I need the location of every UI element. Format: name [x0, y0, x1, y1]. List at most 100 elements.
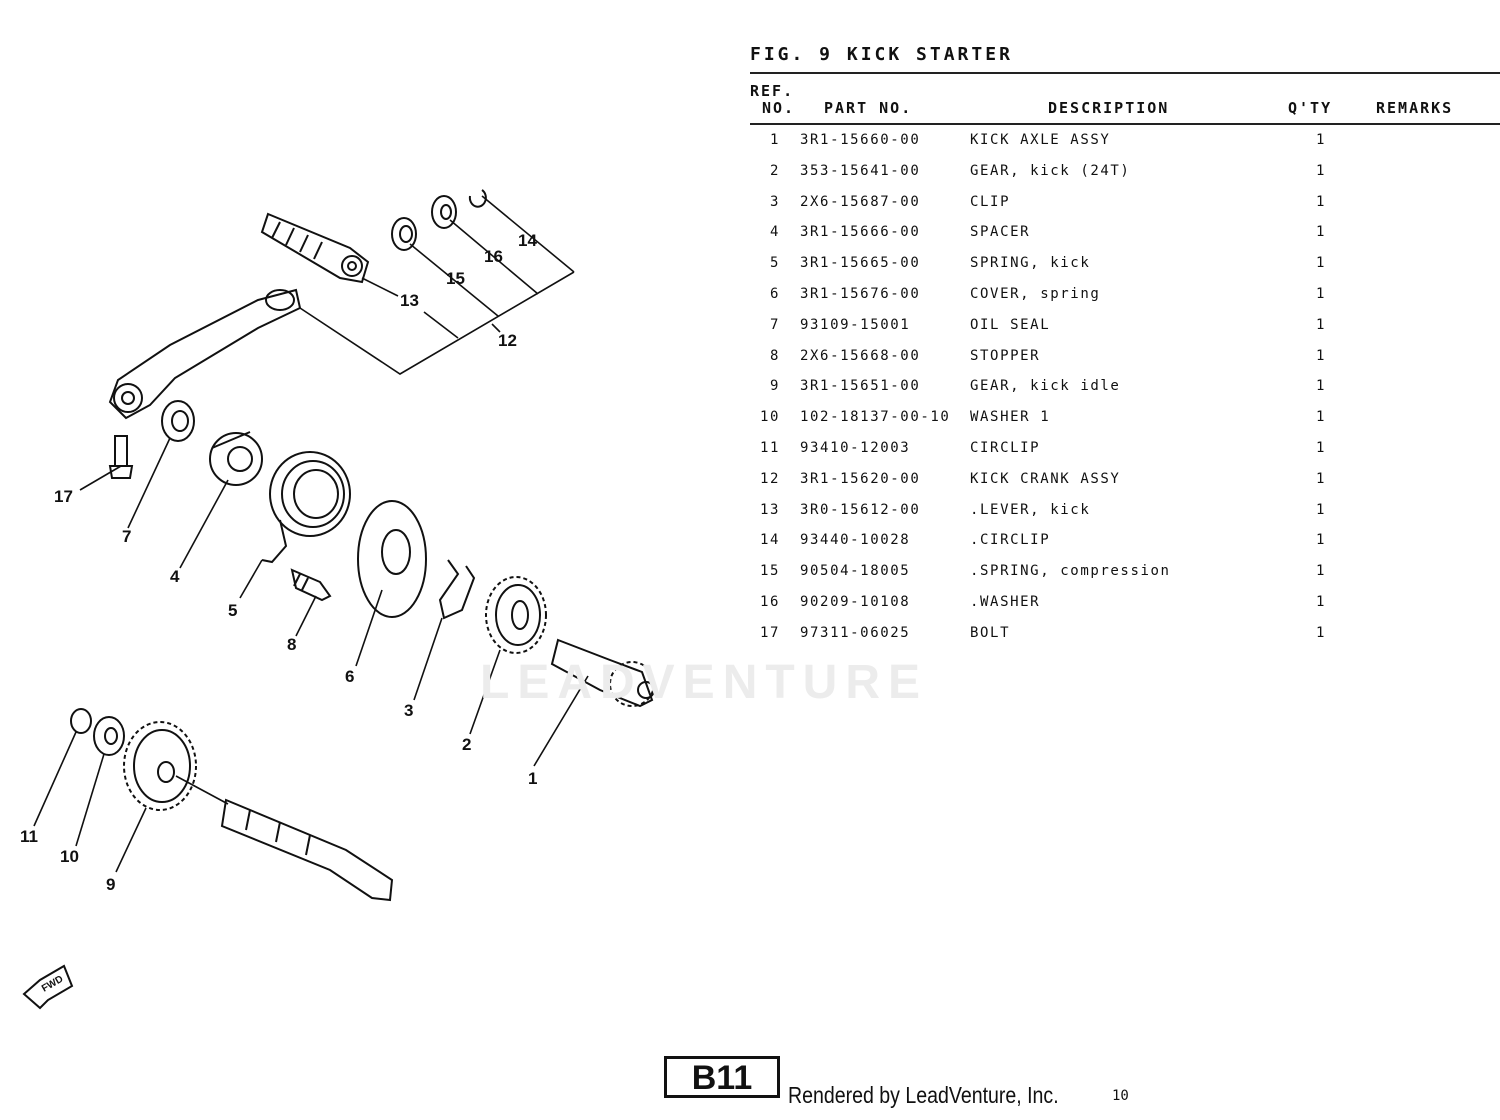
part-number-cell: 2X6-15687-00: [800, 193, 921, 210]
compression-spring: [391, 217, 417, 251]
qty-cell: 1: [1316, 316, 1327, 333]
description-cell: SPRING, kick: [970, 255, 1091, 272]
ref-cell: 9: [769, 378, 780, 395]
part-number-cell: 3R1-15660-00: [800, 132, 921, 148]
qty-cell: 1: [1316, 132, 1327, 148]
callout-2: 2: [462, 735, 471, 754]
part-number-cell: 93440-10028: [800, 532, 911, 549]
kick-crank-arm: [108, 288, 302, 420]
callout-10: 10: [60, 847, 79, 866]
qty-cell: 1: [1316, 624, 1327, 641]
figure-title: FIG. 9 KICK STARTER: [750, 44, 1013, 65]
ref-cell: 14: [759, 532, 780, 549]
part-number-cell: 353-15641-00: [800, 162, 921, 179]
header-ref-line2: NO.: [762, 99, 796, 117]
part-number-cell: 3R1-15666-00: [800, 224, 921, 241]
forward-arrow-icon: FWD: [22, 964, 74, 1010]
transmission-shaft: [220, 798, 394, 902]
exploded-parts-diagram: 1 2 3 4 5 6 7 8 9 10 11 12 13 14 15 16 1…: [20, 189, 655, 1010]
spring-cover: [357, 500, 427, 618]
header-qty: Q'TY: [1288, 99, 1333, 117]
page-code-box: B11: [664, 1056, 780, 1098]
ref-cell: 17: [759, 624, 780, 641]
header-rule: [750, 123, 1500, 125]
washer-10: [93, 716, 125, 756]
part-number-cell: 93410-12003: [800, 439, 911, 456]
callout-5: 5: [228, 601, 237, 620]
callout-15: 15: [446, 269, 465, 288]
header-remarks: REMARKS: [1376, 99, 1454, 117]
callout-17: 17: [54, 487, 73, 506]
part-number-cell: 93109-15001: [800, 316, 911, 333]
qty-cell: 1: [1316, 470, 1327, 487]
clip: [438, 559, 476, 620]
circlip-11: [70, 708, 92, 734]
description-cell: .CIRCLIP: [970, 532, 1051, 549]
description-cell: GEAR, kick (24T): [970, 162, 1131, 179]
page-number: 10: [1112, 1088, 1129, 1104]
ref-cell: 13: [759, 501, 780, 518]
kick-lever-grip: [260, 212, 370, 284]
qty-cell: 1: [1316, 563, 1327, 580]
watermark: LEADVENTURE: [480, 656, 929, 709]
qty-cell: 1: [1316, 501, 1327, 518]
header-ref-line1: REF.: [750, 82, 795, 100]
callout-labels: 1 2 3 4 5 6 7 8 9 10 11 12 13 14 15 16 1…: [20, 231, 537, 894]
description-cell: CLIP: [970, 193, 1011, 210]
ref-cell: 6: [769, 285, 780, 302]
qty-cell: 1: [1316, 162, 1327, 179]
qty-cell: 1: [1316, 532, 1327, 549]
part-number-cell: 3R0-15612-00: [800, 501, 921, 518]
stopper: [290, 568, 332, 602]
bolt: [108, 435, 134, 479]
kick-spring: [261, 451, 351, 564]
kick-gear: [485, 576, 547, 654]
header-description: DESCRIPTION: [1048, 99, 1170, 117]
part-number-cell: 90504-18005: [800, 563, 911, 580]
part-number-cell: 3R1-15651-00: [800, 378, 921, 395]
part-number-cell: 3R1-15676-00: [800, 285, 921, 302]
ref-cell: 11: [759, 439, 780, 456]
title-rule: [750, 72, 1500, 74]
description-cell: .SPRING, compression: [970, 563, 1171, 580]
description-cell: GEAR, kick idle: [970, 378, 1121, 395]
callout-9: 9: [106, 875, 115, 894]
spacer: [209, 431, 263, 486]
callout-1: 1: [528, 769, 537, 788]
ref-cell: 12: [759, 470, 780, 487]
qty-cell: 1: [1316, 439, 1327, 456]
part-number-cell: 102-18137-00-10: [800, 409, 951, 426]
rendered-by-credit: Rendered by LeadVenture, Inc.: [788, 1082, 1059, 1108]
callout-14: 14: [518, 231, 537, 250]
qty-cell: 1: [1316, 593, 1327, 610]
qty-cell: 1: [1316, 409, 1327, 426]
ref-cell: 8: [769, 347, 780, 364]
ref-cell: 4: [769, 224, 780, 241]
description-cell: COVER, spring: [970, 285, 1101, 302]
ref-cell: 2: [769, 162, 780, 179]
part-number-cell: 90209-10108: [800, 593, 911, 610]
description-cell: WASHER 1: [970, 409, 1051, 426]
kick-axle: [550, 638, 655, 708]
qty-cell: 1: [1316, 224, 1327, 241]
part-number-cell: 97311-06025: [800, 624, 911, 641]
callout-8: 8: [287, 635, 296, 654]
table-row: 2 353-15641-00 GEAR, kick (24T) 1: [750, 157, 1500, 188]
callout-13: 13: [400, 291, 419, 310]
ref-cell: 3: [769, 193, 780, 210]
description-cell: STOPPER: [970, 347, 1041, 364]
ref-cell: 15: [759, 563, 780, 580]
